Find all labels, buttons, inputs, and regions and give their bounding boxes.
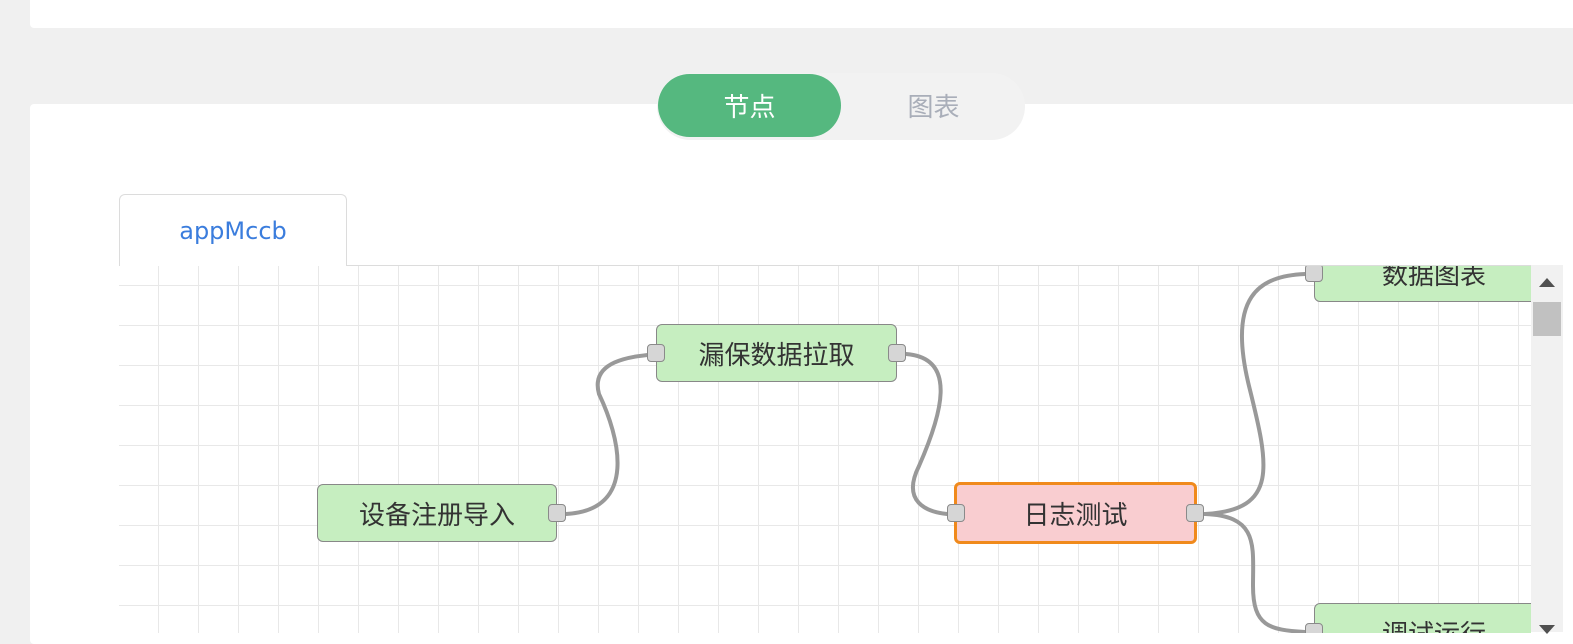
output-port[interactable] [888, 344, 906, 362]
node-log-test[interactable]: 日志测试 [947, 482, 1204, 544]
flow-tab-appmccb[interactable]: appMccb [119, 194, 347, 266]
chart-toggle-button[interactable]: 图表 [907, 93, 960, 123]
flow-tab-label: appMccb [179, 216, 287, 245]
node-label: 设备注册导入 [358, 500, 515, 531]
vertical-scrollbar[interactable] [1531, 265, 1563, 634]
input-port[interactable] [1305, 623, 1323, 633]
node-label: 数据图表 [1381, 265, 1486, 291]
output-port[interactable] [548, 504, 566, 522]
flow-canvas[interactable]: 漏保数据拉取 设备注册导入 日志测试 数据图表 调试运行 [119, 265, 1531, 633]
node-label: 漏保数据拉取 [698, 340, 855, 371]
node-debug-run[interactable]: 调试运行 [1305, 603, 1531, 634]
input-port[interactable] [1305, 266, 1323, 282]
nodes-toggle-button[interactable]: 节点 [658, 74, 841, 137]
node-data-chart[interactable]: 数据图表 [1305, 265, 1531, 302]
output-port[interactable] [1186, 504, 1204, 522]
wire-import-to-fetch [564, 352, 659, 516]
scroll-down-arrow-icon[interactable] [1539, 625, 1555, 634]
node-leakage-data-fetch[interactable]: 漏保数据拉取 [647, 324, 906, 382]
wire-log-to-chart [1203, 272, 1307, 516]
node-device-register-import[interactable]: 设备注册导入 [317, 484, 566, 542]
node-label: 调试运行 [1382, 614, 1486, 634]
wire-fetch-to-log [904, 352, 949, 516]
wire-log-to-debug [1203, 512, 1307, 633]
scrollbar-thumb[interactable] [1533, 302, 1561, 336]
view-toggle: 节点 图表 [657, 73, 1025, 140]
node-label: 日志测试 [1023, 500, 1128, 531]
wires-layer [564, 272, 1307, 633]
input-port[interactable] [947, 504, 965, 522]
top-card [30, 0, 1573, 28]
input-port[interactable] [647, 344, 665, 362]
scroll-up-arrow-icon[interactable] [1539, 278, 1555, 287]
